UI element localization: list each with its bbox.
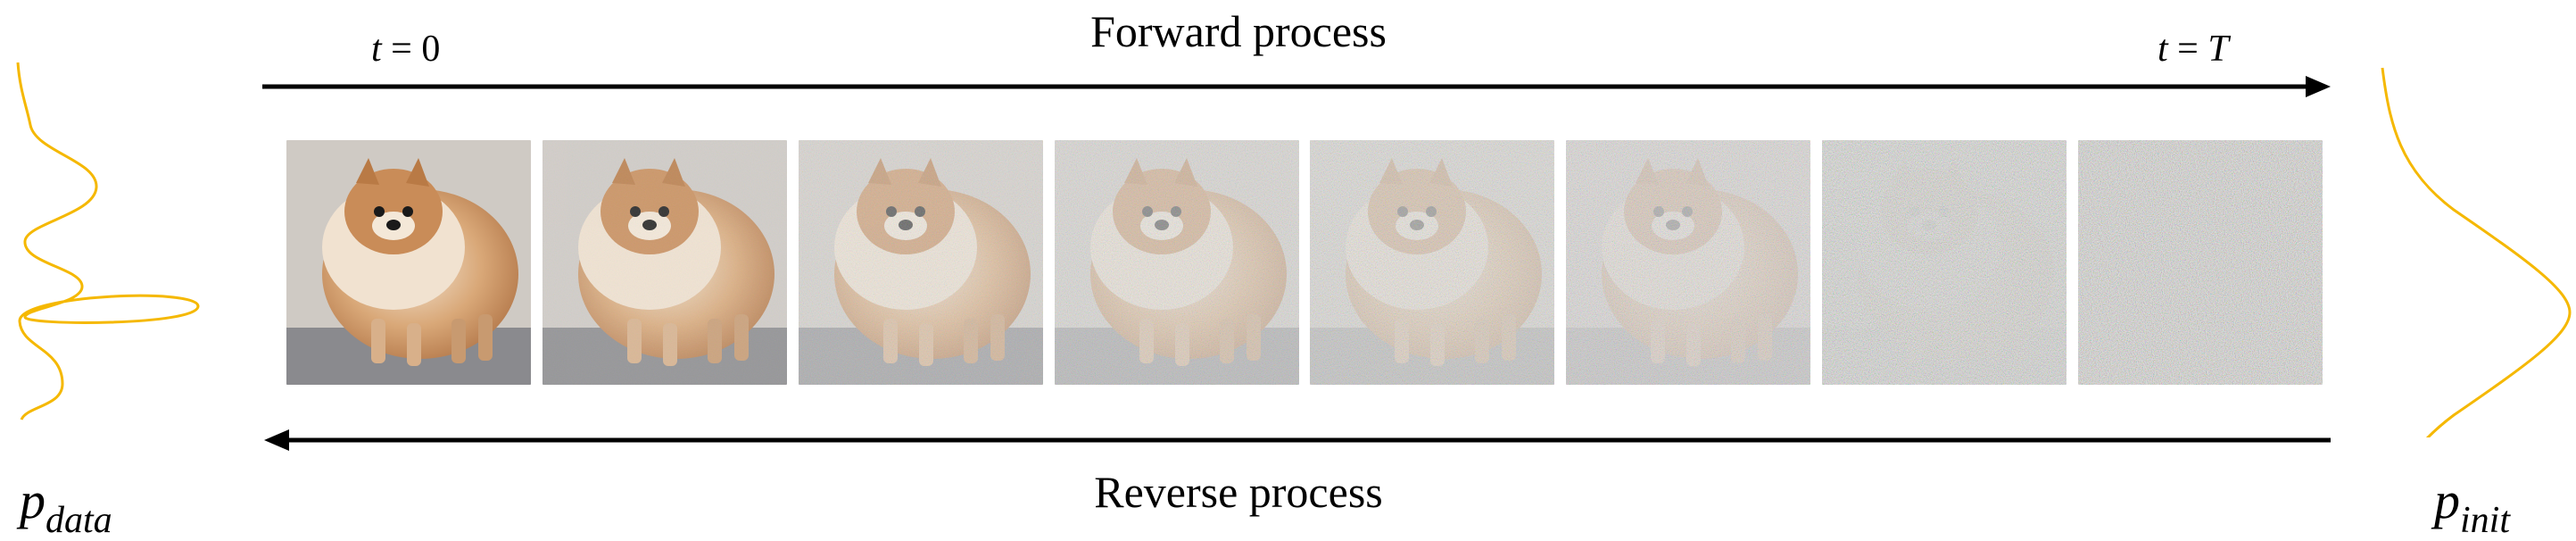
frame-image bbox=[1055, 140, 1299, 385]
t-end-label: t = T bbox=[2158, 30, 2229, 68]
p-init-label: pinit bbox=[2434, 475, 2511, 541]
frame-image bbox=[1566, 140, 1810, 385]
p-data-label: pdata bbox=[20, 475, 112, 541]
frame-image bbox=[286, 140, 531, 385]
forward-process-title: Forward process bbox=[1090, 6, 1387, 56]
p-init-base: p bbox=[2434, 471, 2460, 529]
t-start-label: t = 0 bbox=[371, 30, 440, 68]
p-init-curve bbox=[2381, 67, 2572, 437]
t-end-var: t bbox=[2158, 29, 2168, 70]
p-data-path bbox=[16, 62, 200, 420]
frame-4 bbox=[1310, 140, 1554, 385]
reverse-process-title: Reverse process bbox=[1094, 467, 1383, 517]
frame-image bbox=[543, 140, 787, 385]
p-data-curve bbox=[16, 62, 200, 420]
frame-1 bbox=[543, 140, 787, 385]
frame-image bbox=[1310, 140, 1554, 385]
frame-image bbox=[2078, 140, 2323, 385]
frame-0 bbox=[286, 140, 531, 385]
p-data-sub: data bbox=[46, 500, 112, 541]
frame-5 bbox=[1566, 140, 1810, 385]
t-start-op: = bbox=[391, 29, 412, 70]
t-end-op: = bbox=[2177, 29, 2199, 70]
t-end-val: T bbox=[2207, 29, 2229, 70]
frame-2 bbox=[799, 140, 1043, 385]
frame-6 bbox=[1822, 140, 2067, 385]
frame-7 bbox=[2078, 140, 2323, 385]
t-start-var: t bbox=[371, 29, 382, 70]
p-data-base: p bbox=[20, 471, 46, 529]
forward-arrow bbox=[262, 76, 2331, 97]
p-init-sub: init bbox=[2460, 500, 2511, 541]
frame-image bbox=[1822, 140, 2067, 385]
frame-3 bbox=[1055, 140, 1299, 385]
reverse-arrow bbox=[264, 429, 2331, 451]
t-start-val: 0 bbox=[421, 29, 441, 70]
frame-image bbox=[799, 140, 1043, 385]
p-init-path bbox=[2381, 67, 2572, 437]
